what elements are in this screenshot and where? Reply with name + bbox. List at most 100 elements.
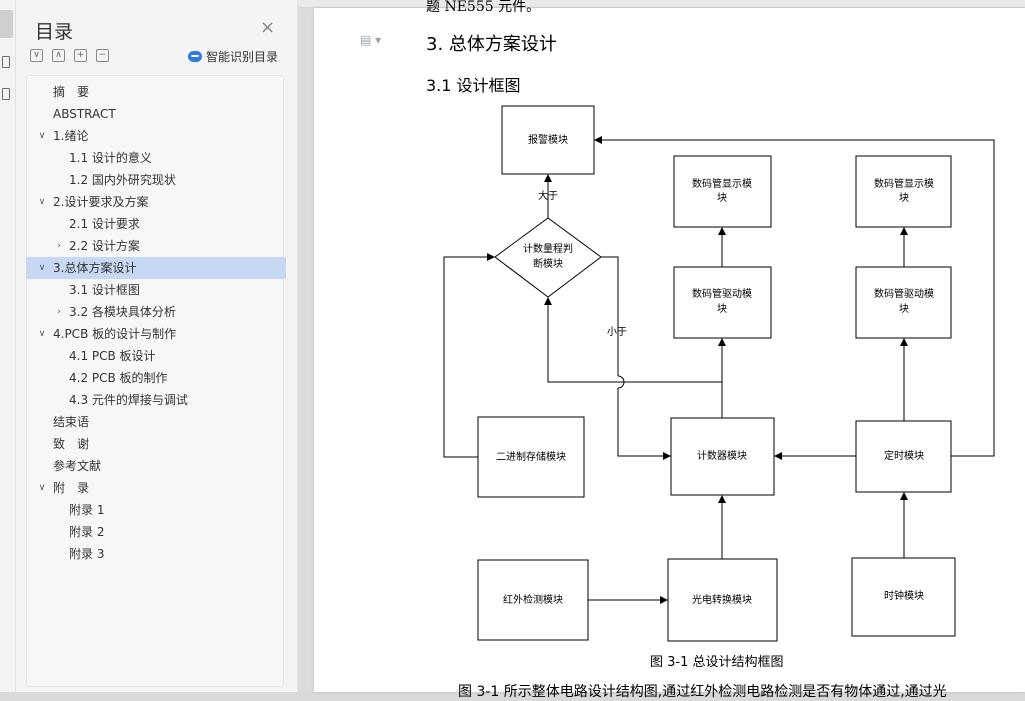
section-heading: 3. 总体方案设计 (426, 34, 557, 55)
smart-toc-label: 智能识别目录 (206, 50, 279, 64)
toc-item-label: 参考文献 (53, 459, 102, 473)
clock-module-box (851, 557, 956, 637)
toc-item[interactable]: ∨4.PCB 板的设计与制作 (26, 323, 286, 345)
figure-caption: 图 3-1 总设计结构框图 (650, 655, 784, 670)
toc-item[interactable]: 附录 2 (26, 521, 286, 543)
nav-title: 目录 (35, 21, 74, 43)
block-diagram: 报警模块 数码管显示模 块 数码管显示模 块 计数量程判 断模块 数码管驱动模 … (443, 105, 995, 642)
toc-item[interactable]: 参考文献 (26, 455, 286, 477)
toc-item[interactable]: 附录 1 (26, 499, 286, 521)
previous-text-line: 题 NE555 元件。 (426, 0, 541, 15)
toc-item[interactable]: ∨2.设计要求及方案 (26, 191, 286, 213)
remove-heading-button[interactable]: − (96, 49, 109, 62)
toc-item[interactable]: ∨3.总体方案设计 (26, 257, 286, 279)
toc-item[interactable]: › 3.2 各模块具体分析 (26, 301, 286, 323)
toc-item-label: 附录 2 (69, 525, 105, 539)
toc-item[interactable]: 2.1 设计要求 (26, 213, 286, 235)
driver-module-label-2a: 数码管驱动模 (874, 287, 934, 300)
document-page[interactable]: 题 NE555 元件。 ▤ ▾ 3. 总体方案设计 3.1 设计框图 (314, 0, 1025, 700)
clock-module-label: 时钟模块 (884, 589, 924, 602)
toc-item-label: 结束语 (53, 415, 90, 429)
bookmark-icon[interactable] (2, 56, 10, 68)
chevron-down-icon[interactable]: ∨ (38, 131, 46, 141)
toc-panel (26, 75, 284, 687)
navigation-tab[interactable] (0, 10, 13, 38)
toc-item-label: 4.2 PCB 板的制作 (69, 371, 168, 385)
toc-item[interactable]: 致 谢 (26, 433, 286, 455)
toc-item-label: 1.1 设计的意义 (69, 151, 152, 165)
less-to-counter-arrow (617, 388, 671, 460)
toc-item[interactable]: ABSTRACT (26, 103, 286, 125)
toc-item[interactable]: ∨ 1.绪论 (26, 125, 286, 147)
photo-module-box (667, 558, 778, 642)
display-module-box-1 (673, 155, 772, 228)
collapse-all-button[interactable]: ∨ (30, 49, 43, 62)
driver-module-label-2b: 块 (899, 303, 909, 315)
chevron-down-icon[interactable]: ∨ (38, 329, 46, 339)
driver-module-label-1b: 块 (717, 303, 727, 315)
photo-module-label: 光电转换模块 (692, 593, 752, 606)
toc-item[interactable]: 4.2 PCB 板的制作 (26, 367, 286, 389)
toc-item-label: 附 录 (53, 481, 90, 495)
driver-module-label-1a: 数码管驱动模 (692, 287, 752, 300)
storage-module-box (477, 416, 585, 498)
chevron-down-icon[interactable]: ∨ (38, 483, 46, 493)
counter-module-label: 计数器模块 (697, 449, 747, 462)
toc-item[interactable]: 摘 要 (26, 81, 286, 103)
judge-label-a: 计数量程判 (523, 242, 573, 255)
side-toolbar (0, 0, 16, 692)
toc-item[interactable]: 4.1 PCB 板设计 (26, 345, 286, 367)
body-paragraph: 图 3-1 所示整体电路设计结构图,通过红外检测电路检测是否有物体通过,通过光 (458, 684, 947, 700)
driver-module-box-2 (855, 266, 952, 339)
toc-item[interactable]: 1.2 国内外研究现状 (26, 169, 286, 191)
timer-module-label: 定时模块 (884, 449, 924, 462)
counter-module-box (670, 417, 775, 496)
chevron-right-icon[interactable]: › (57, 307, 61, 317)
less-than-label: 小于 (607, 326, 627, 338)
toc-item[interactable]: 3.1 设计框图 (26, 279, 286, 301)
less-line-upper (601, 256, 619, 376)
timer-to-alarm-arrow (594, 136, 995, 457)
display-module-box-2 (855, 155, 952, 228)
subsection-heading: 3.1 设计框图 (426, 76, 521, 95)
toc-item[interactable]: 附录 3 (26, 543, 286, 565)
toc-item[interactable]: 1.1 设计的意义 (26, 147, 286, 169)
close-icon[interactable]: × (260, 17, 276, 38)
toc-item-label: 2.2 设计方案 (69, 239, 140, 253)
display-module-label-2a: 数码管显示模 (874, 177, 934, 190)
chevron-down-icon[interactable]: ∨ (38, 263, 46, 273)
toc-item-label: 1.绪论 (53, 129, 89, 143)
toc-item-label: 3.1 设计框图 (69, 283, 140, 297)
toc-item-label: 附录 3 (69, 547, 105, 561)
line-crossing-hop (617, 375, 625, 389)
toc-item-label: 附录 1 (69, 503, 105, 517)
toc-item[interactable]: 4.3 元件的焊接与调试 (26, 389, 286, 411)
navigation-pane: 目录 × ∨ ∧ + − 智能识别目录 摘 要 ABSTRACT ∨ 1.绪论 1.1 … (16, 0, 298, 692)
toc-item-label: ABSTRACT (53, 107, 116, 121)
alarm-module-label: 报警模块 (528, 133, 568, 146)
chevron-down-icon[interactable]: ∨ (38, 197, 46, 207)
storage-module-label: 二进制存储模块 (496, 450, 566, 463)
add-heading-button[interactable]: + (74, 49, 87, 62)
expand-all-button[interactable]: ∧ (52, 49, 65, 62)
toc-item-label: 致 谢 (53, 437, 90, 451)
toc-toolbar: ∨ ∧ + − (30, 49, 109, 62)
smart-toc-button[interactable]: 智能识别目录 (188, 48, 278, 65)
toc-item-label: 4.1 PCB 板设计 (69, 349, 156, 363)
toc-item-label: 1.2 国内外研究现状 (69, 173, 176, 187)
toc-item[interactable]: › 2.2 设计方案 (26, 235, 286, 257)
display-module-label-1a: 数码管显示模 (692, 177, 752, 190)
judge-label-b: 断模块 (533, 257, 563, 270)
paragraph-menu-icon[interactable]: ▤ ▾ (360, 33, 382, 47)
display-module-label-2b: 块 (899, 192, 909, 204)
toc-item-label: 3.2 各模块具体分析 (69, 305, 176, 319)
driver-module-box-1 (673, 266, 772, 339)
toc-item[interactable]: ∨ 附 录 (26, 477, 286, 499)
range-judge-diamond (494, 217, 602, 298)
toc-item[interactable]: 结束语 (26, 411, 286, 433)
page-icon[interactable] (2, 88, 10, 100)
chevron-right-icon[interactable]: › (57, 241, 61, 251)
infrared-module-box (477, 559, 589, 641)
ai-icon (188, 51, 202, 62)
toc-item-label: 摘 要 (53, 85, 90, 99)
